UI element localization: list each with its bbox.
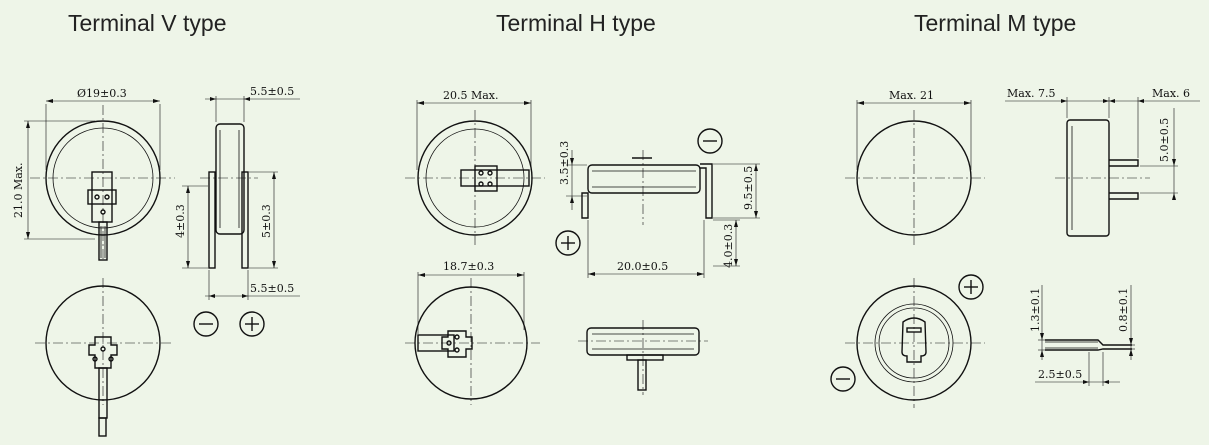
v-height-label: 21.0 Max. [12,162,25,218]
v-right-pin-label: 5±0.3 [260,204,273,238]
m-t2-label: 0.8±0.1 [1117,288,1130,332]
h-pin-h-label: 9.5±0.5 [742,166,755,210]
m-side-view [1005,97,1200,237]
v-thk-bot-label: 5.5±0.5 [250,282,294,295]
m-thk-label: Max. 7.5 [1007,87,1056,100]
m-polarity [830,274,984,392]
h-width-label: 20.5 Max. [443,89,499,102]
h-side-view [566,150,760,278]
h-bottom-view [405,272,540,405]
h-pin-len-label: 4.0±0.3 [722,224,735,268]
h-dia2-label: 18.7±0.3 [443,260,494,273]
title-terminal-m: Terminal M type [914,10,1077,36]
m-bottom-view [845,278,985,408]
m-lead-detail [1035,285,1135,386]
v-top-view [24,99,175,261]
h-polarity [555,128,723,256]
h-pitch-label: 20.0±0.5 [617,260,668,273]
h-top-view [405,100,545,245]
h-thk-label: 3.5±0.3 [558,141,571,185]
title-terminal-h: Terminal H type [496,10,656,36]
m-w-label: 2.5±0.5 [1038,368,1082,381]
m-top-view [845,100,985,245]
m-lead-label: Max. 6 [1152,87,1190,100]
v-bottom-view [35,278,172,437]
h-front-view [578,320,708,395]
v-side-view [182,96,300,300]
m-dia-label: Max. 21 [889,89,934,102]
v-polarity [193,311,265,337]
v-dia-label: Ø19±0.3 [77,87,127,100]
m-gap-label: 5.0±0.5 [1158,118,1171,162]
m-t1-label: 1.3±0.1 [1029,288,1042,332]
title-terminal-v: Terminal V type [68,10,227,36]
v-left-pin-label: 4±0.3 [174,204,187,238]
v-thk-top-label: 5.5±0.5 [250,85,294,98]
